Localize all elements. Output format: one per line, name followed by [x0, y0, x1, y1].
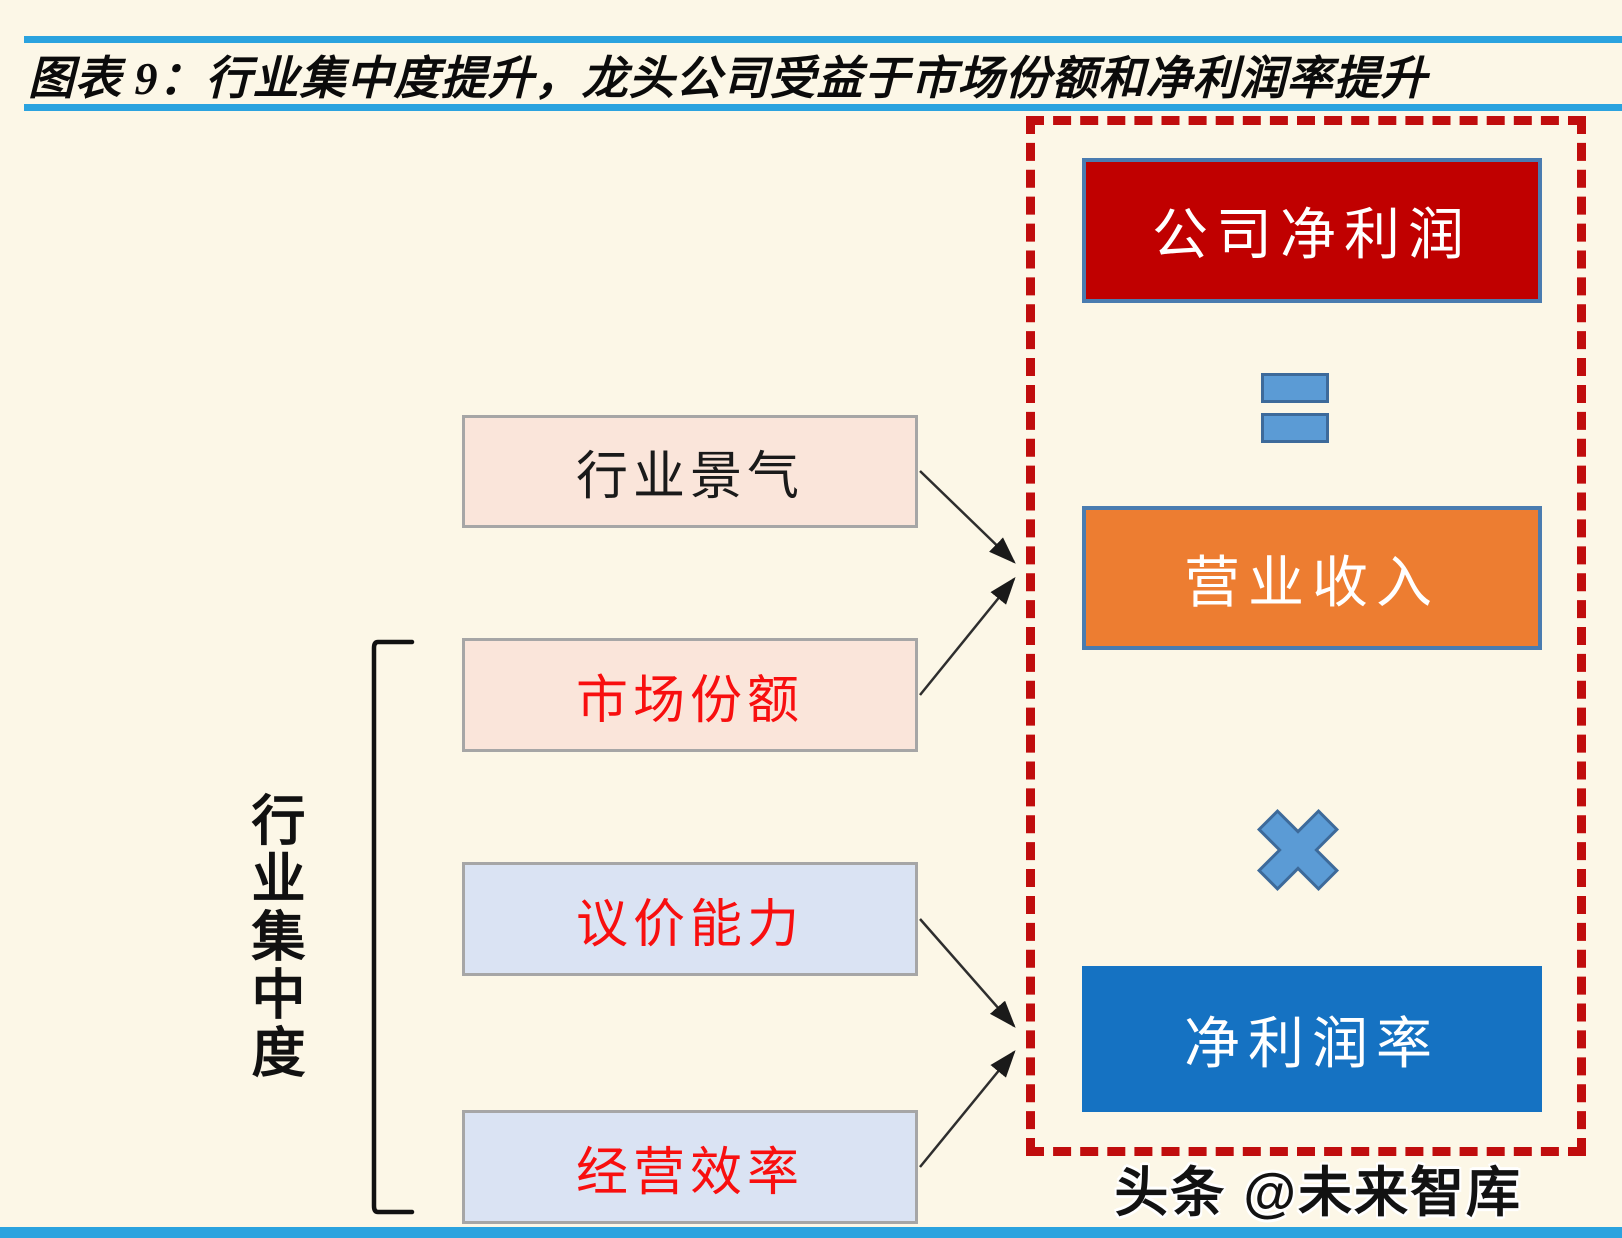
- title-top-rule: [24, 36, 1622, 43]
- bargaining-power-label: 议价能力: [575, 896, 804, 954]
- company-net-profit-box: 公司净利润: [1082, 158, 1542, 303]
- company-net-profit-label: 公司净利润: [1152, 205, 1472, 267]
- operating-revenue-label: 营业收入: [1184, 552, 1440, 615]
- operating-efficiency-label: 经营效率: [575, 1144, 804, 1202]
- operating-revenue-box: 营业收入: [1082, 506, 1542, 650]
- multiply-icon: [1256, 808, 1340, 892]
- industry-prosperity-label: 行业景气: [575, 449, 804, 506]
- market-share-box: 市场份额: [462, 638, 918, 752]
- net-profit-margin-box: 净利润率: [1082, 966, 1542, 1112]
- figure-title: 图表 9：行业集中度提升，龙头公司受益于市场份额和净利润率提升: [28, 53, 1428, 104]
- equals-bar-bottom: [1261, 413, 1329, 443]
- arrow-market-share-to-revenue: [919, 577, 1016, 696]
- arrow-bargaining-power-to-margin: [919, 918, 1016, 1028]
- industry-concentration-bracket: [371, 639, 415, 1215]
- market-share-label: 市场份额: [575, 672, 804, 730]
- profit-formula-dashed-panel: [1026, 116, 1586, 1156]
- equals-icon: [1261, 373, 1329, 443]
- arrow-industry-prosperity-to-revenue: [919, 470, 1016, 564]
- watermark: 头条 @未来智库: [1113, 1162, 1522, 1224]
- net-profit-margin-label: 净利润率: [1184, 1013, 1440, 1076]
- multiply-cross-shape: [1256, 808, 1340, 892]
- equals-bar-top: [1261, 373, 1329, 403]
- operating-efficiency-box: 经营效率: [462, 1110, 918, 1224]
- title-bottom-rule: [24, 104, 1622, 111]
- bargaining-power-box: 议价能力: [462, 862, 918, 976]
- industry-prosperity-box: 行业景气: [462, 415, 918, 528]
- page-bottom-rule: [0, 1227, 1622, 1238]
- arrow-operating-efficiency-to-margin: [919, 1050, 1016, 1168]
- industry-concentration-label: 行业集中度: [243, 792, 303, 1082]
